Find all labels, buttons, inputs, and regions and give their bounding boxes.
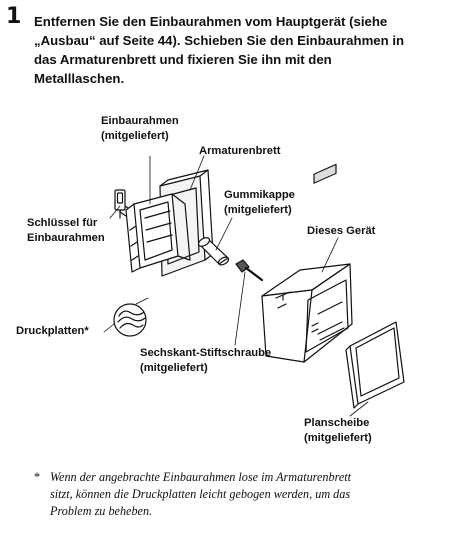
label-planscheibe: Planscheibe (mitgeliefert) [304,416,372,446]
label-line: Schlüssel für [27,217,98,229]
footnote-line: Problem zu beheben. [50,504,153,518]
installation-figure: Einbaurahmen (mitgeliefert) Armaturenbre… [0,100,450,460]
instruction-line: Metalllaschen. [34,71,125,86]
label-armaturenbrett: Armaturenbrett [199,144,280,159]
trim-ring [345,321,405,409]
label-line: Sechskant-Stiftschraube [140,347,272,359]
mounting-sleeve [119,193,191,273]
label-line: (mitgeliefert) [101,130,169,142]
hex-bolt [235,259,264,282]
installation-illustration [103,155,405,417]
key-tool [114,189,126,219]
step-number: 1 [6,4,22,29]
label-line: Armaturenbrett [199,145,281,157]
label-einbaurahmen: Einbaurahmen (mitgeliefert) [101,114,179,144]
label-gummikappe: Gummikappe (mitgeliefert) [224,188,295,218]
rubber-cap [197,237,230,266]
label-druckplatten: Druckplatten* [16,324,89,339]
label-dieses-geraet: Dieses Gerät [307,224,375,239]
step-instruction: Entfernen Sie den Einbaurahmen vom Haupt… [34,12,439,88]
label-line: (mitgeliefert) [304,432,372,444]
instruction-line: Entfernen Sie den Einbaurahmen vom Haupt… [34,14,388,29]
label-line: Druckplatten* [16,325,89,337]
label-sechskant: Sechskant-Stiftschraube (mitgeliefert) [140,346,271,376]
label-line: Einbaurahmen [27,232,105,244]
footnote-marker: * [34,470,41,484]
label-line: (mitgeliefert) [140,362,208,374]
footnote-line: sitzt, können die Druckplatten leicht ge… [50,487,351,501]
leader-lines [103,155,369,417]
pressure-plate-detail [113,303,147,337]
head-unit [261,163,353,363]
label-line: (mitgeliefert) [224,204,292,216]
footnote-line: Wenn der angebrachte Einbaurahmen lose i… [50,470,352,484]
label-line: Dieses Gerät [307,225,376,237]
instruction-line: „Ausbau“ auf Seite 44). Schieben Sie den… [34,33,405,48]
label-line: Planscheibe [304,417,370,429]
label-line: Einbaurahmen [101,115,179,127]
instruction-line: das Armaturenbrett und fixieren Sie ihn … [34,52,332,67]
label-schluessel: Schlüssel für Einbaurahmen [27,216,105,246]
footnote: * Wenn der angebrachte Einbaurahmen lose… [34,469,434,520]
label-line: Gummikappe [224,189,295,201]
